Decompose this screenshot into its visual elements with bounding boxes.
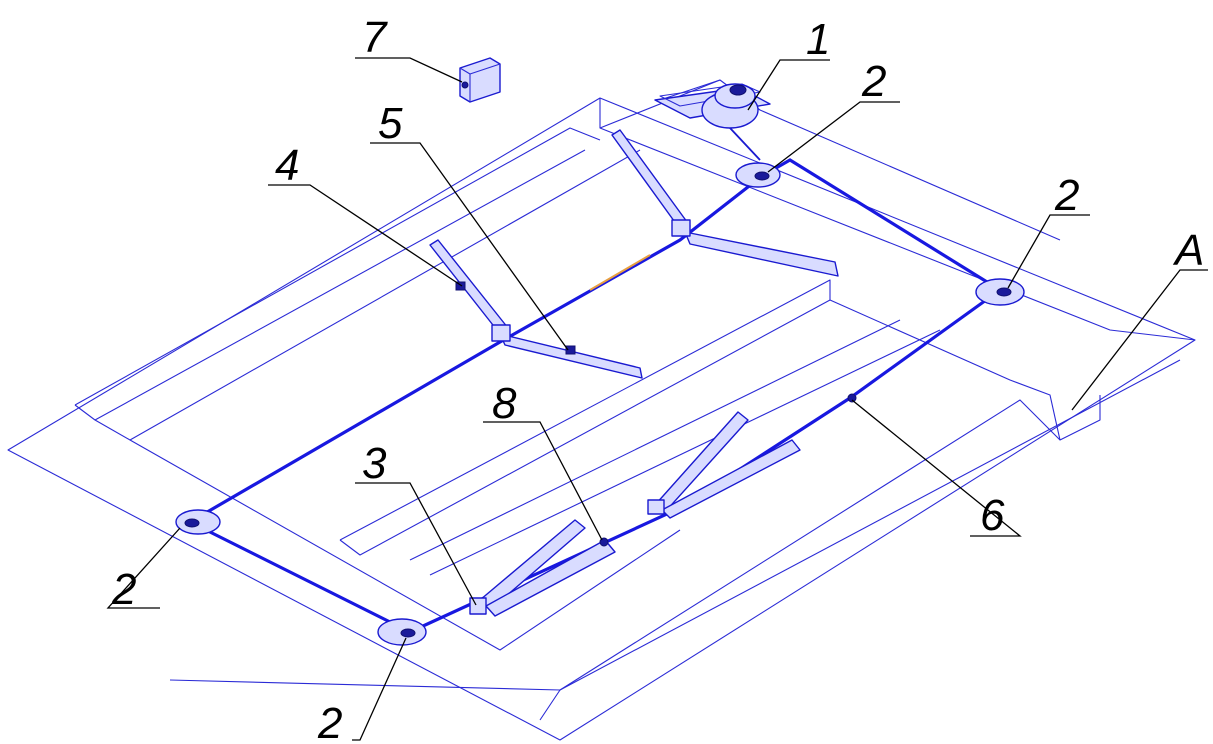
wiper-pin-4 (455, 281, 466, 291)
callout-2-right: 2 (1054, 171, 1079, 220)
callout-4: 4 (275, 141, 299, 190)
front-wiper-left (469, 519, 616, 617)
front-arm-d (661, 439, 801, 519)
front-arm-b (485, 539, 616, 617)
pulley-rear (735, 162, 781, 188)
callout-2-front: 2 (317, 699, 342, 744)
leader-2-left (106, 527, 181, 609)
right-pit-edge (829, 299, 1101, 441)
pulley-left (175, 509, 221, 535)
front-lip (169, 359, 1181, 691)
center-rail (339, 279, 831, 556)
callout-3: 3 (362, 439, 387, 488)
front-corner (539, 689, 561, 721)
cable-rear-run (188, 174, 764, 524)
callout-1: 1 (806, 15, 830, 64)
wiper-arm-lower (499, 333, 643, 379)
pulleys (175, 162, 1025, 646)
platform-outline (7, 79, 1196, 741)
leader-5 (370, 142, 569, 351)
inner-channel-a (409, 319, 901, 561)
wiper-arm-upper (429, 239, 509, 335)
tension-segment (589, 254, 651, 291)
front-hub-r (647, 499, 665, 515)
leader-6 (851, 399, 1022, 537)
leader-2-front (352, 637, 407, 741)
leader-lines (106, 57, 1208, 741)
callout-A: A (1172, 226, 1204, 275)
cable-left-run (188, 520, 412, 634)
inner-channel-b (429, 329, 941, 576)
pulley-right (975, 278, 1025, 306)
callout-2-rear: 2 (861, 57, 886, 106)
callout-7: 7 (362, 13, 388, 62)
cable-clamp (847, 393, 857, 403)
callout-labels: 1 2 2 A 2 2 3 4 5 6 7 8 (111, 13, 1204, 744)
deck-step (659, 79, 721, 101)
leader-1 (747, 59, 830, 111)
leader-2-right (1007, 214, 1090, 289)
front-hub (469, 597, 487, 615)
pulley-front (377, 618, 427, 646)
wiper-arm-upper-r (611, 129, 691, 233)
outer-platform (7, 97, 1196, 741)
wiper-hub (491, 324, 511, 342)
leader-7 (355, 57, 463, 83)
leader-2-rear (767, 101, 900, 173)
right-front-edge (559, 399, 1061, 691)
wiper-arm-lower-r (684, 231, 839, 277)
leader-8 (483, 421, 603, 541)
control-box (459, 57, 501, 103)
control-box-body (459, 57, 501, 103)
left-pit-front (129, 439, 681, 651)
control-box-switch (461, 81, 469, 89)
callout-6: 6 (980, 491, 1005, 540)
leader-3 (355, 482, 477, 606)
rear-wiper-left (429, 239, 643, 379)
leader-4 (268, 184, 463, 287)
rear-edge (599, 98, 1196, 341)
leader-A (1071, 269, 1208, 411)
front-wiper-right (647, 411, 801, 519)
wiper-hub-r (671, 219, 691, 237)
rear-wiper-right (611, 129, 839, 277)
cable-front-run (408, 288, 1002, 634)
cable-right-upper (760, 158, 1002, 292)
callout-5: 5 (378, 99, 403, 148)
cable-loop (188, 158, 1002, 634)
wiper-pin-5 (565, 345, 576, 355)
left-pit-floor (94, 149, 641, 441)
callout-2-left: 2 (111, 565, 136, 614)
drive-unit (654, 83, 771, 161)
callout-8: 8 (492, 379, 517, 428)
motor-cap (729, 84, 747, 96)
left-pit-rim (74, 127, 601, 406)
drive-shaft (729, 127, 761, 161)
